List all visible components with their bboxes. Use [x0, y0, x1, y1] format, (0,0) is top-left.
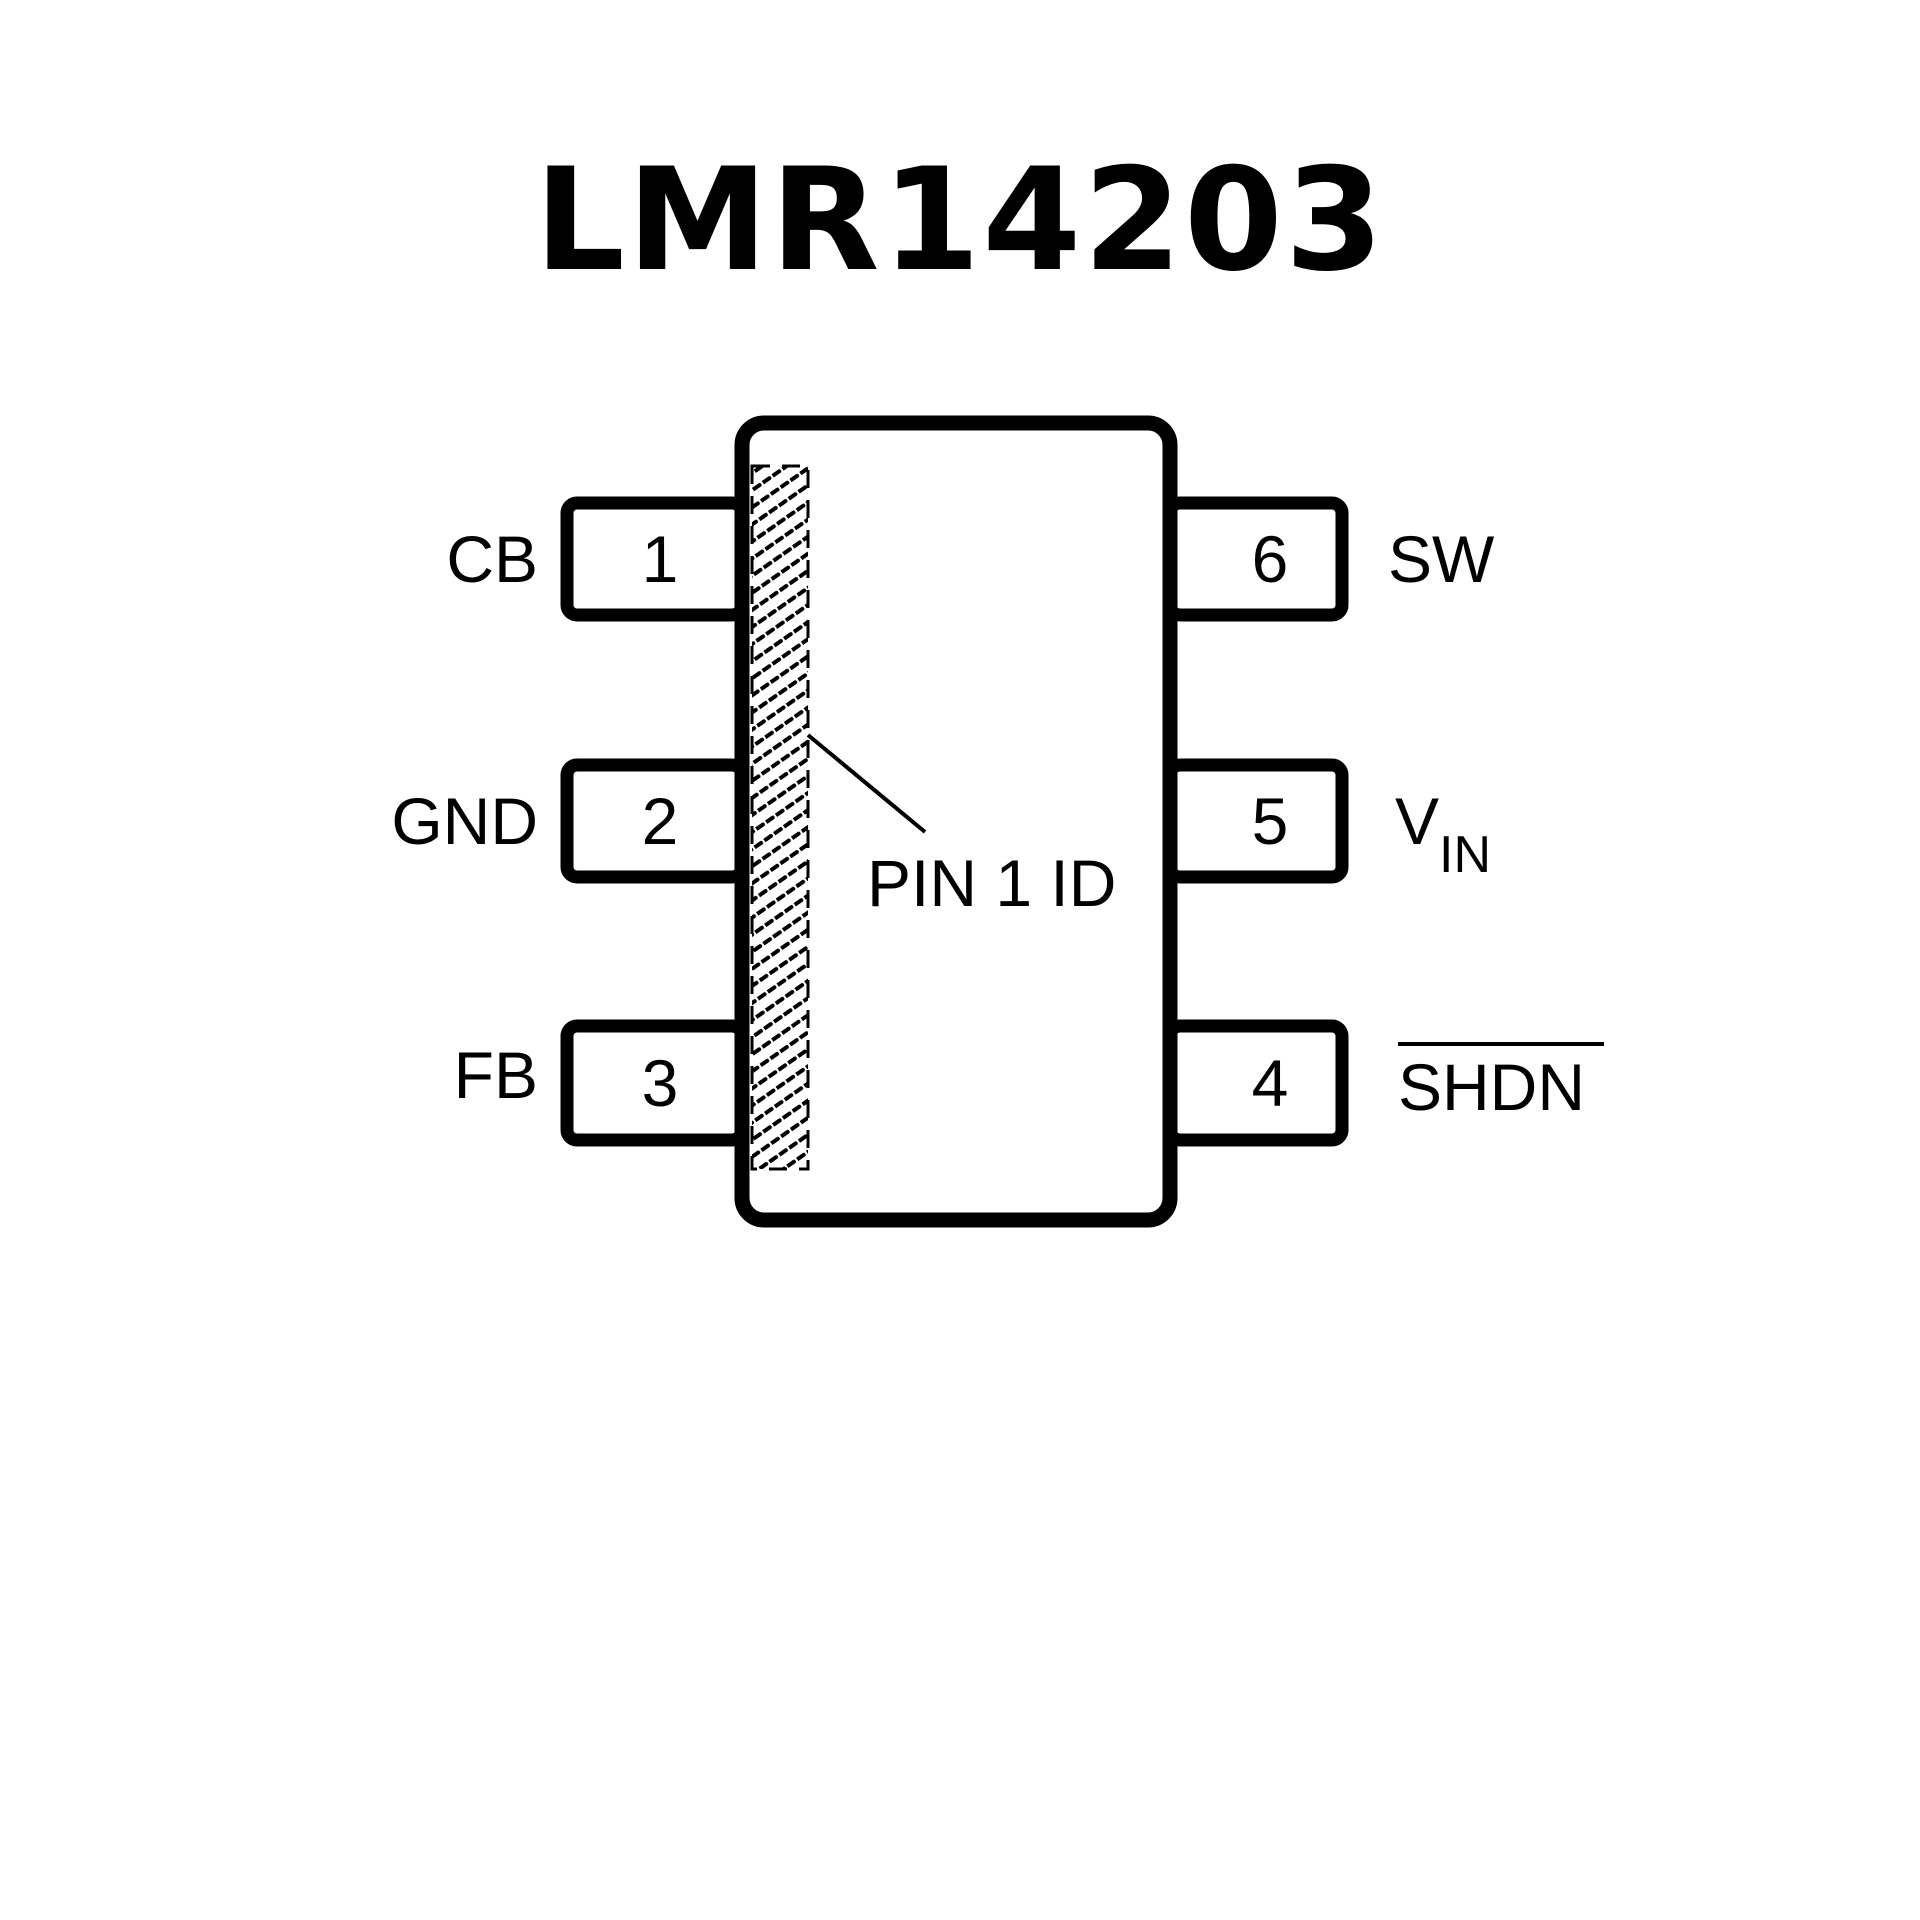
pin-3-number: 3 — [642, 1046, 679, 1120]
pin-5-number: 5 — [1252, 784, 1289, 858]
part-number-title: LMR14203 — [534, 138, 1386, 303]
pin-2-number: 2 — [642, 784, 679, 858]
package-body — [734, 415, 1178, 1228]
pin-6-name: SW — [1388, 522, 1495, 596]
pin-1-name: CB — [446, 522, 538, 596]
pin-1-number: 1 — [642, 522, 679, 596]
pin-5-name: VIN — [1395, 784, 1491, 884]
pin1-id-strip — [750, 464, 810, 1171]
pin-4-name: SHDN — [1398, 1050, 1585, 1124]
pin1-id-label: PIN 1 ID — [867, 846, 1116, 920]
pin1-id-leader-line — [806, 733, 927, 834]
pin-5-name-subscript: IN — [1439, 826, 1491, 884]
pin-5-name-main: V — [1395, 784, 1439, 858]
pin-6-number: 6 — [1252, 522, 1289, 596]
pin-2-name: GND — [391, 784, 538, 858]
pin-3-name: FB — [454, 1038, 538, 1112]
pin-4-number: 4 — [1252, 1046, 1289, 1120]
